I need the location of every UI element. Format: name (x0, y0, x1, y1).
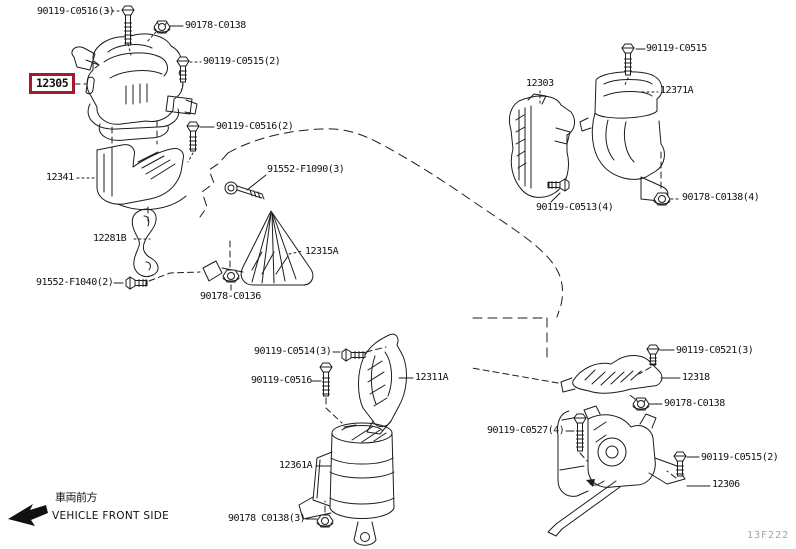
fastener-label-90119-C0513-4[interactable]: 90119-C0513(4) (536, 202, 614, 213)
part-label-12315A[interactable]: 12315A (305, 246, 339, 257)
nut-icon (316, 514, 334, 528)
bolt-icon (176, 56, 190, 83)
part-drawing-12315A[interactable] (202, 210, 314, 286)
vehicle-front-note-cn: 車両前方 (55, 491, 98, 504)
bolt-icon (121, 5, 135, 46)
part-drawing-12306[interactable] (547, 405, 686, 537)
figure-code: 13F222 (747, 530, 790, 541)
bolt-icon (319, 362, 333, 397)
arrow-left-icon (8, 504, 48, 526)
fastener-label-90119-C0515-2-top[interactable]: 90119-C0515(2) (203, 56, 281, 67)
part-drawing-12371A[interactable] (579, 71, 669, 202)
bolt-icon (125, 276, 148, 290)
fastener-label-90178-C0136[interactable]: 90178-C0136 (200, 291, 261, 302)
fastener-label-90178-C0138-3[interactable]: 90178 C0138(3) (228, 513, 306, 524)
bolt-icon (547, 178, 570, 192)
part-drawing-12281B[interactable] (131, 208, 159, 278)
part-drawing-12361A[interactable] (298, 422, 395, 546)
fastener-label-90119-C0515-2-br[interactable]: 90119-C0515(2) (701, 452, 779, 463)
fastener-label-90178-C0138-4[interactable]: 90178-C0138(4) (682, 192, 760, 203)
fastener-label-90119-C0527-4[interactable]: 90119-C0527(4) (487, 425, 565, 436)
fastener-label-90119-C0514-3[interactable]: 90119-C0514(3) (254, 346, 332, 357)
part-drawing-12311A[interactable] (358, 333, 407, 435)
part-label-12341[interactable]: 12341 (46, 172, 74, 183)
part-label-12303[interactable]: 12303 (526, 78, 554, 89)
fastener-label-90119-C0516-2[interactable]: 90119-C0516(2) (216, 121, 294, 132)
part-label-12371A[interactable]: 12371A (660, 85, 694, 96)
part-drawing-12303[interactable] (508, 93, 575, 198)
bolt-icon (186, 121, 200, 152)
part-label-12305-selected[interactable]: 12305 (29, 73, 76, 94)
nut-icon (653, 192, 671, 206)
part-label-12281B[interactable]: 12281B (93, 233, 127, 244)
vehicle-front-note-en: VEHICLE FRONT SIDE (52, 510, 170, 522)
leader-lines (73, 10, 711, 520)
bolt-icon (573, 413, 587, 452)
part-label-12318[interactable]: 12318 (682, 372, 710, 383)
fastener-label-90178-C0138-mid[interactable]: 90178-C0138 (664, 398, 725, 409)
part-drawing-12318[interactable] (560, 355, 663, 394)
fastener-label-91552-F1090-3[interactable]: 91552-F1090(3) (267, 164, 345, 175)
bolt-icon (646, 344, 660, 366)
fastener-label-90119-C0515[interactable]: 90119-C0515 (646, 43, 707, 54)
bolt-icon (621, 43, 635, 76)
fastener-label-91552-F1040-2[interactable]: 91552-F1040(2) (36, 277, 114, 288)
part-label-12311A[interactable]: 12311A (415, 372, 449, 383)
part-drawing-12305[interactable] (71, 33, 198, 141)
bolt-icon (673, 451, 687, 477)
fastener-label-90119-C0516-mid[interactable]: 90119-C0516 (251, 375, 312, 386)
part-drawing-12341[interactable] (96, 144, 187, 210)
part-label-12306[interactable]: 12306 (712, 479, 740, 490)
part-label-12361A[interactable]: 12361A (279, 460, 313, 471)
nut-icon (632, 397, 650, 411)
engine-outline (199, 128, 564, 364)
bolt-icon (224, 181, 265, 200)
fastener-label-90178-C0138-top[interactable]: 90178-C0138 (185, 20, 246, 31)
nut-icon (153, 20, 171, 34)
fastener-label-90119-C0521-3[interactable]: 90119-C0521(3) (676, 345, 754, 356)
bolt-icon (341, 348, 366, 362)
fastener-label-90119-C0516-3[interactable]: 90119-C0516(3) (37, 6, 115, 17)
nut-icon (222, 269, 240, 283)
